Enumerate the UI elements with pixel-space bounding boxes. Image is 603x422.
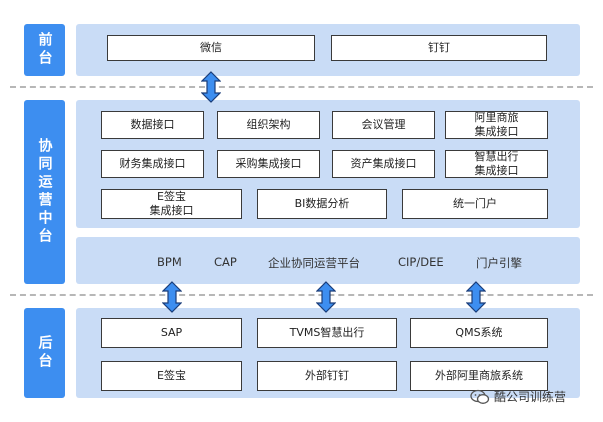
back-box-tvms: TVMS智慧出行 — [257, 318, 397, 348]
back-box-ext-dingtalk: 外部钉钉 — [257, 361, 397, 391]
wechat-icon — [470, 389, 490, 404]
back-box-sap: SAP — [101, 318, 242, 348]
watermark-text: 酷公司训练营 — [494, 390, 567, 404]
front-box-dingtalk: 钉钉 — [331, 35, 547, 61]
middle-box-finance: 财务集成接口 — [101, 150, 204, 178]
middle-label-text: 协同运营中台 — [36, 138, 53, 246]
platform-cip: CIP/DEE — [398, 255, 444, 269]
front-label: 前台 — [24, 24, 65, 76]
middle-box-procurement: 采购集成接口 — [217, 150, 320, 178]
back-box-esign: E签宝 — [101, 361, 242, 391]
double-arrow-icon — [201, 71, 221, 103]
middle-box-bi: BI数据分析 — [257, 189, 387, 219]
front-label-text: 前台 — [36, 32, 53, 68]
middle-box-meeting: 会议管理 — [332, 111, 435, 139]
middle-label: 协同运营中台 — [24, 100, 65, 284]
platform-panel — [76, 237, 580, 284]
back-box-qms: QMS系统 — [410, 318, 548, 348]
platform-portal-engine: 门户引擎 — [476, 256, 522, 270]
middle-box-portal: 统一门户 — [402, 189, 548, 219]
back-label-text: 后台 — [36, 335, 53, 371]
double-arrow-icon — [162, 281, 182, 313]
middle-box-smart-travel: 智慧出行 集成接口 — [445, 150, 548, 178]
double-arrow-icon — [316, 281, 336, 313]
back-label: 后台 — [24, 308, 65, 398]
middle-box-esign: E签宝 集成接口 — [101, 189, 242, 219]
separator-top — [10, 86, 593, 88]
middle-box-data-interface: 数据接口 — [101, 111, 204, 139]
watermark: 酷公司训练营 — [470, 388, 566, 405]
middle-box-ali-travel: 阿里商旅 集成接口 — [445, 111, 548, 139]
middle-box-org-structure: 组织架构 — [217, 111, 320, 139]
platform-collab: 企业协同运营平台 — [268, 256, 360, 270]
separator-bottom — [10, 294, 593, 296]
middle-box-assets: 资产集成接口 — [332, 150, 435, 178]
back-box-ext-alitravel: 外部阿里商旅系统 — [410, 361, 548, 391]
platform-cap: CAP — [214, 255, 237, 269]
platform-bpm: BPM — [157, 255, 182, 269]
front-box-wechat: 微信 — [107, 35, 315, 61]
double-arrow-icon — [466, 281, 486, 313]
